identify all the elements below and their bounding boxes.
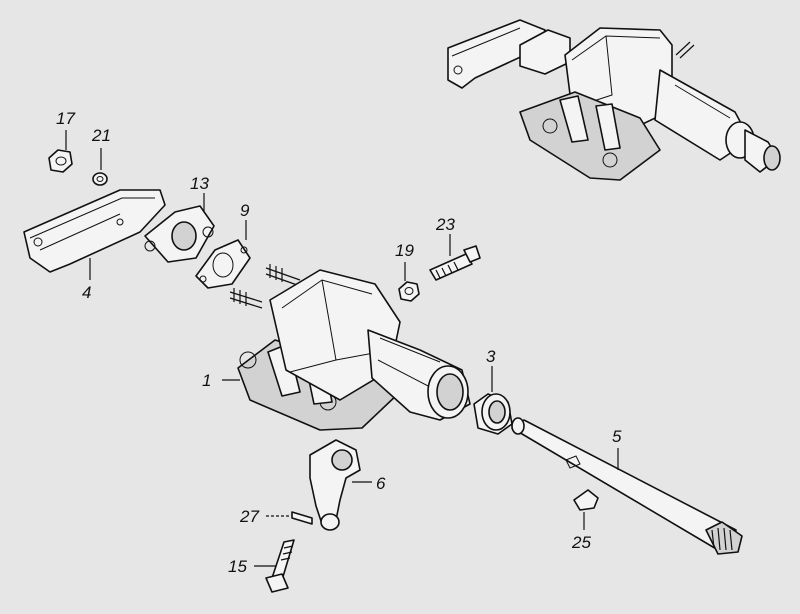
part-5-shaft	[511, 417, 743, 555]
label-15: 15	[228, 557, 247, 576]
part-13-spacer	[144, 193, 215, 263]
part-15-bolt	[254, 539, 295, 593]
label-5: 5	[612, 427, 622, 446]
part-1-housing	[222, 264, 471, 431]
part-17-nut	[48, 130, 73, 173]
part-27-pin	[266, 511, 313, 525]
part-9-gasket	[195, 220, 251, 289]
part-23-stud	[429, 234, 481, 281]
label-27: 27	[239, 507, 259, 526]
assembled-mechanism	[447, 19, 781, 181]
part-6-lever	[309, 439, 372, 531]
label-25: 25	[571, 533, 591, 552]
part-21-washer	[92, 148, 108, 186]
part-3-bushing	[473, 366, 513, 435]
label-21: 21	[91, 126, 111, 145]
label-23: 23	[435, 215, 455, 234]
label-4: 4	[82, 283, 91, 302]
part-4-bracket	[23, 189, 166, 280]
label-1: 1	[202, 371, 211, 390]
label-9: 9	[240, 201, 250, 220]
part-19-nut	[398, 262, 420, 302]
label-19: 19	[395, 241, 414, 260]
label-3: 3	[486, 347, 496, 366]
label-17: 17	[56, 109, 75, 128]
label-13: 13	[190, 174, 209, 193]
label-6: 6	[376, 474, 386, 493]
part-25-key	[573, 489, 599, 530]
